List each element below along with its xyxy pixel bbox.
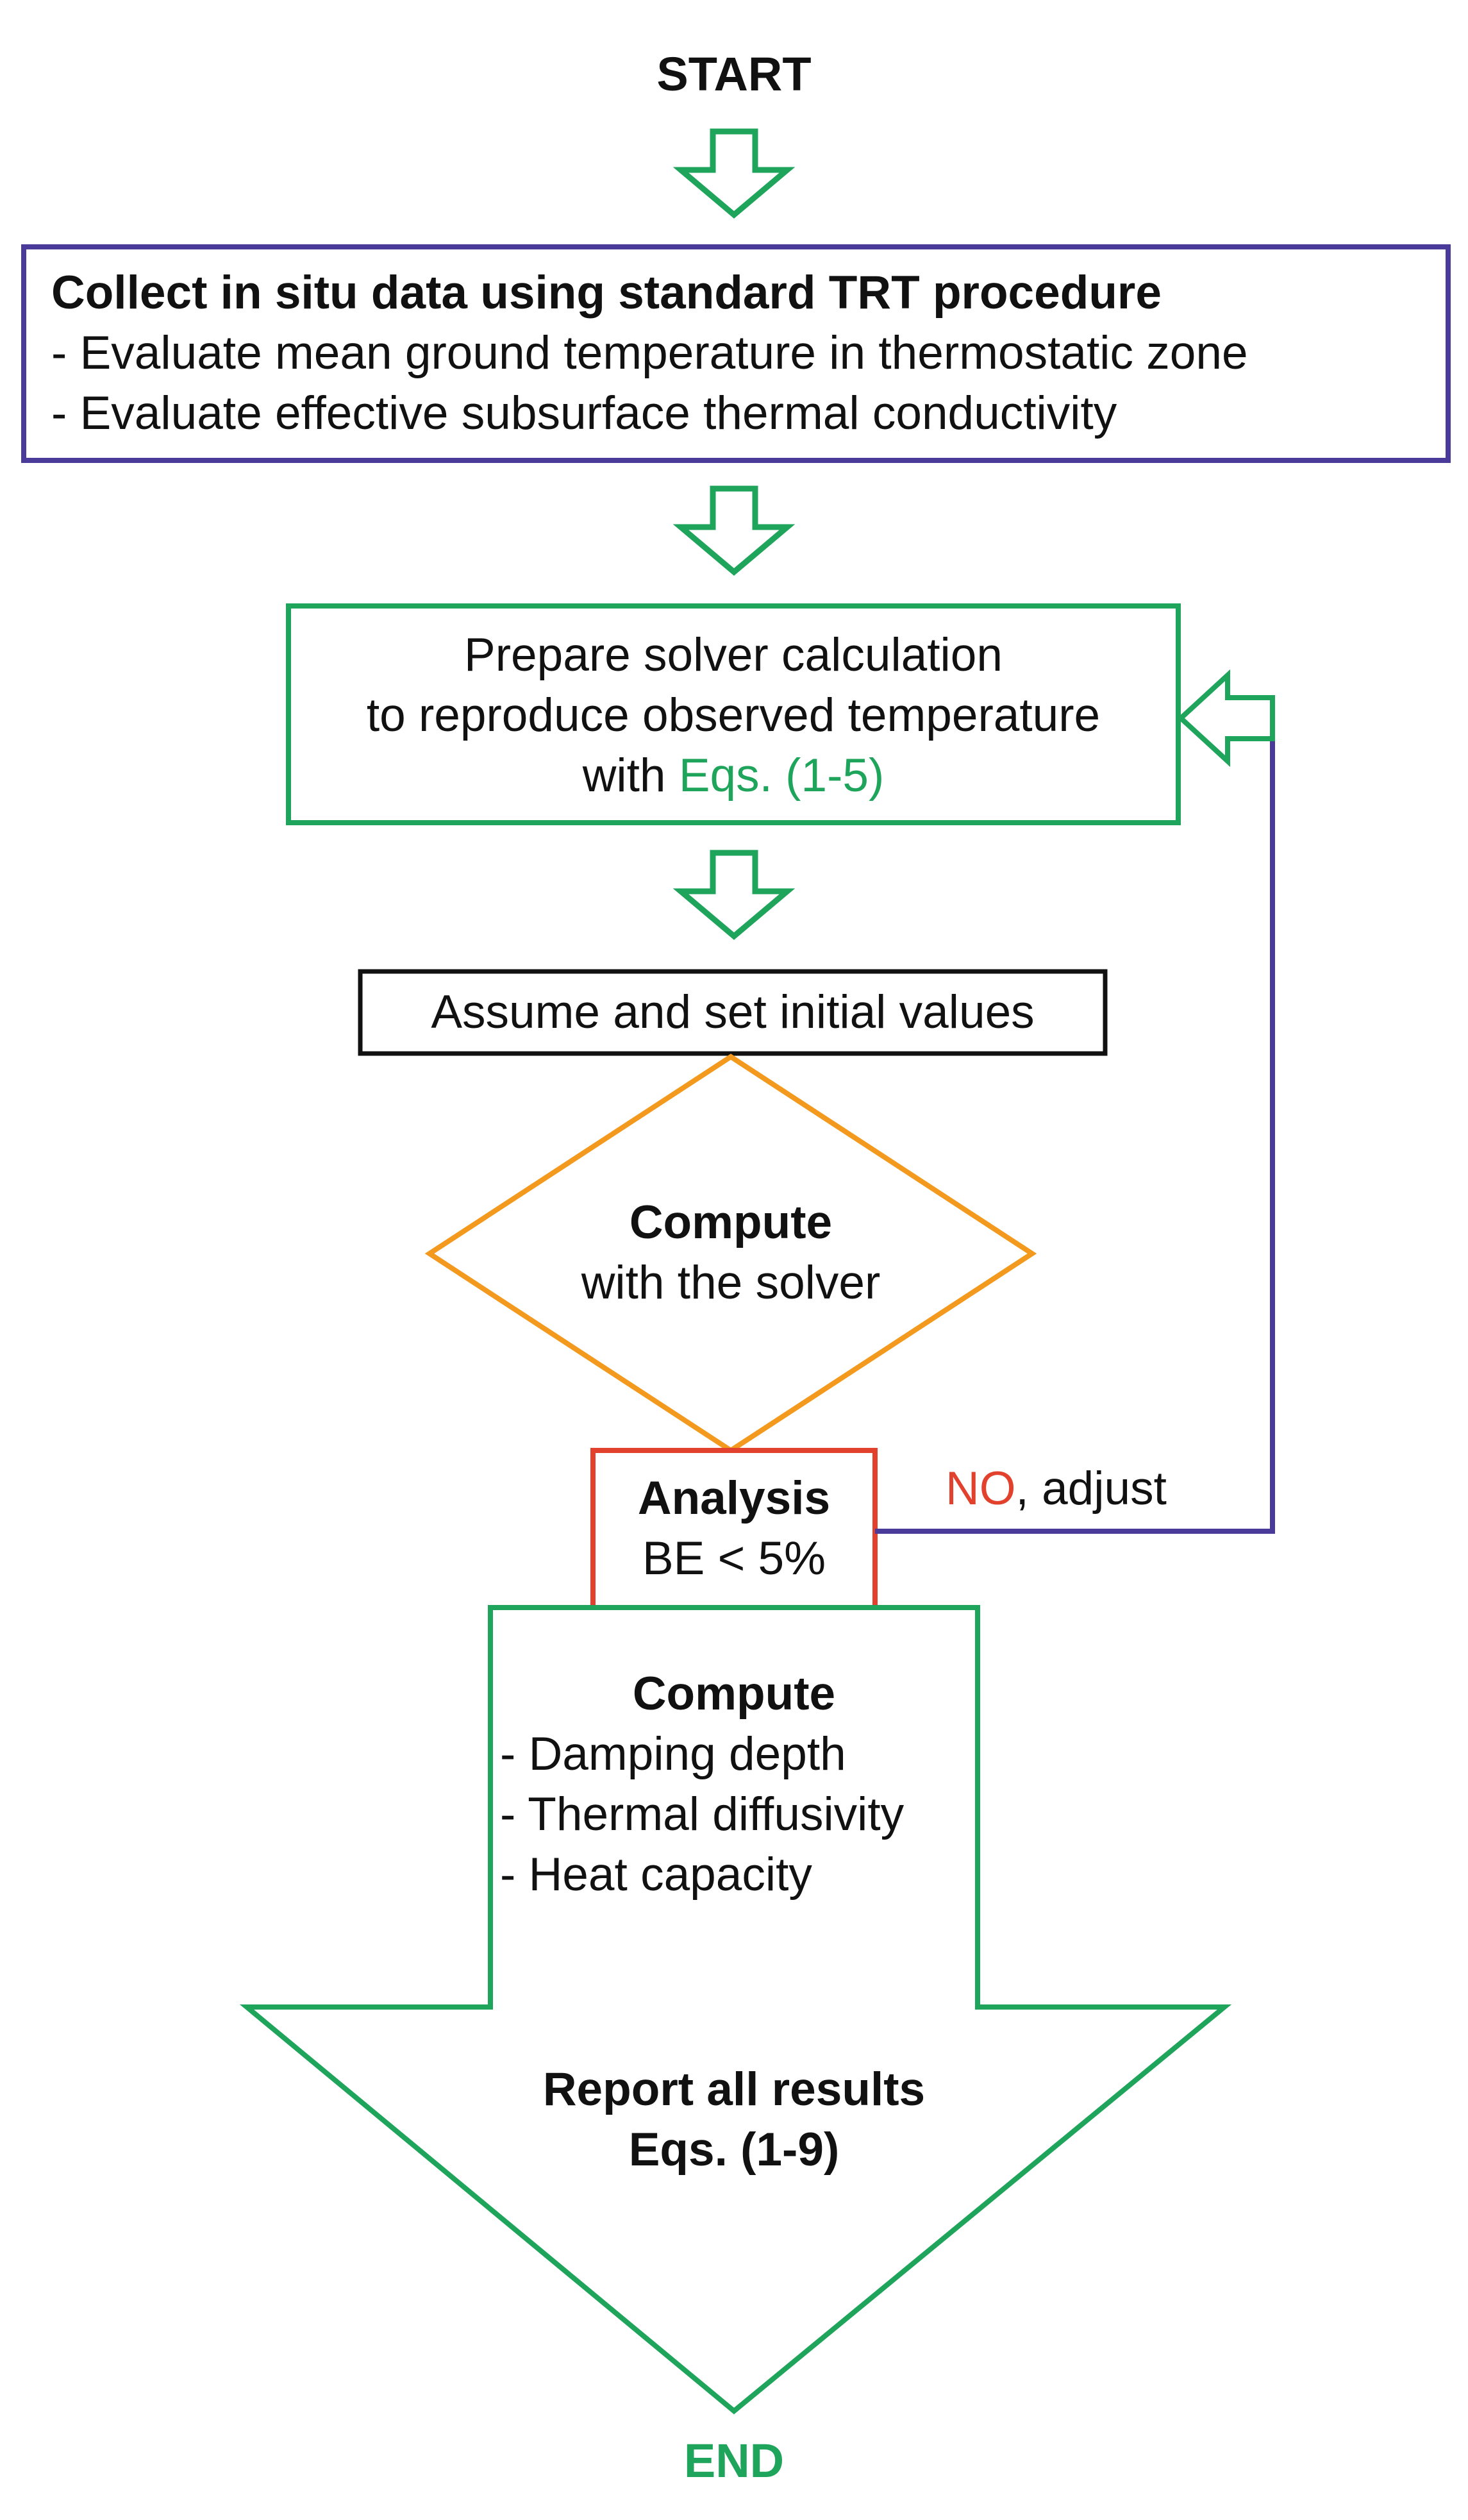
- loop-label: NO, adjust: [946, 1459, 1167, 1519]
- loop-adjust: , adjust: [1015, 1463, 1167, 1515]
- prepare-text: Prepare solver calculation to reproduce …: [292, 625, 1175, 806]
- collect-title: Collect in situ data using standard TRT …: [51, 267, 1162, 319]
- compute-item-thermal-diffusivity: - Thermal diffusivity: [500, 1788, 905, 1840]
- down-arrow-3: [672, 850, 796, 940]
- assume-values-box: [358, 969, 1108, 1056]
- results-arrow: [239, 1605, 1232, 2415]
- end-label: END: [683, 2434, 785, 2487]
- loop-no: NO: [946, 1463, 1016, 1515]
- collect-item-mean-temperature: - Evaluate mean ground temperature in th…: [51, 327, 1248, 379]
- compute-item-damping-depth: - Damping depth: [500, 1728, 846, 1780]
- prepare-solver-box: [286, 603, 1181, 825]
- left-arrow: [1177, 669, 1275, 768]
- compute-diamond-subtitle: with the solver: [581, 1257, 881, 1309]
- report-equation-ref: Eqs. (1-9): [628, 2124, 840, 2176]
- down-arrow-1: [672, 128, 796, 219]
- report-line-1: Report all results: [542, 2063, 926, 2115]
- compute-results-text: Compute - Damping depth - Thermal diffus…: [500, 1664, 974, 1905]
- loop-connector: [875, 718, 1275, 1534]
- prepare-line-1: Prepare solver calculation: [464, 629, 1003, 681]
- collect-text: Collect in situ data using standard TRT …: [51, 263, 1248, 444]
- analysis-title: Analysis: [637, 1472, 831, 1524]
- compute-item-heat-capacity: - Heat capacity: [500, 1849, 812, 1901]
- down-arrow-2: [672, 485, 796, 576]
- collect-data-box: [21, 244, 1451, 463]
- compute-diamond-title: Compute: [629, 1197, 833, 1248]
- compute-diamond-text: Compute with the solver: [506, 1193, 955, 1313]
- prepare-with-text: with: [582, 750, 679, 802]
- start-label: START: [656, 47, 812, 101]
- analysis-text: Analysis BE < 5%: [596, 1468, 872, 1589]
- analysis-condition: BE < 5%: [642, 1533, 826, 1584]
- compute-results-title: Compute: [632, 1668, 836, 1720]
- assume-text: Assume and set initial values: [431, 986, 1035, 1038]
- report-text: Report all results Eqs. (1-9): [478, 2060, 990, 2180]
- prepare-line-3: with Eqs. (1-5): [292, 746, 1175, 806]
- prepare-equation-ref: Eqs. (1-5): [678, 750, 885, 802]
- collect-item-conductivity: - Evaluate effective subsurface thermal …: [51, 387, 1117, 439]
- prepare-line-2: to reproduce observed temperature: [366, 689, 1101, 741]
